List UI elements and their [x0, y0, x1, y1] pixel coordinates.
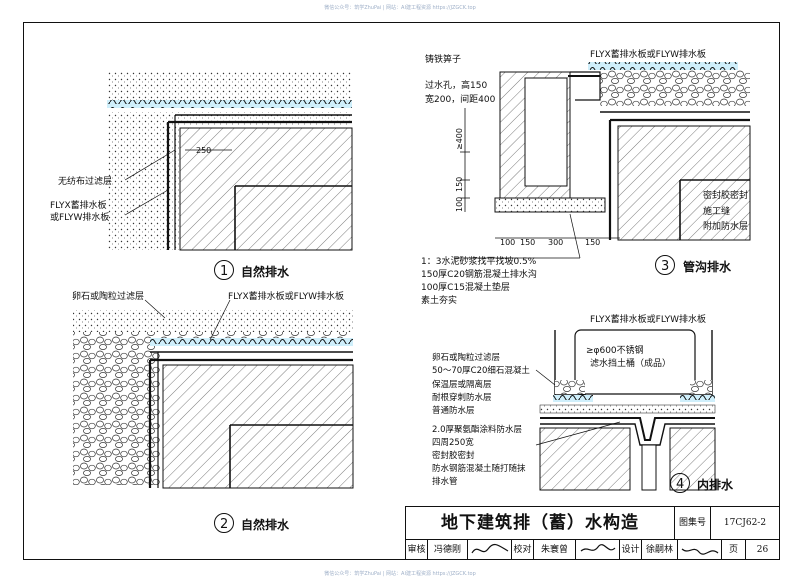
- d4-title: 内排水: [697, 477, 734, 492]
- reviewer-name: 冯德刚: [428, 540, 468, 560]
- d4-layer-9: 排水管: [432, 476, 458, 487]
- d1-filter-label: 无纺布过滤层: [58, 175, 112, 187]
- d3-board-label: FLYX蓄排水板或FLYW排水板: [590, 48, 706, 60]
- d4-number: 4: [676, 477, 684, 492]
- review-label: 审核: [406, 540, 428, 560]
- designer-signature: [678, 540, 722, 560]
- d4-layer-8: 防水钢筋混凝土随打随抹: [432, 463, 526, 474]
- d3-dim-h-1: 150: [520, 238, 535, 247]
- d3-grate-label: 铸铁箅子: [425, 53, 461, 65]
- detail-1-drawing: 250: [107, 72, 353, 251]
- d3-title: 管沟排水: [683, 259, 732, 274]
- d4-layer-4: 普通防水层: [432, 405, 475, 416]
- d3-dim-h-0: 100: [500, 238, 515, 247]
- page-number: 26: [756, 545, 769, 555]
- d4-board-label: FLYX蓄排水板或FLYW排水板: [590, 313, 706, 325]
- d3-right-label-2: 附加防水层: [703, 220, 748, 232]
- detail-4-drawing: [535, 329, 716, 491]
- d3-hole-label-2: 宽200，间距400: [425, 93, 496, 105]
- d4-bucket-label-1: ≥φ600不锈钢: [586, 344, 644, 356]
- signature-row: 审核 冯德刚 校对 朱寰曾 设计 徐嗣林 页 26: [406, 540, 779, 560]
- d3-dim-v-2: 100: [455, 197, 464, 212]
- watermark-top: 微信公众号：筑学ZhuPai | 网站：AI建工程资源 https://JZGC…: [324, 5, 476, 11]
- watermark-bottom: 微信公众号：筑学ZhuPai | 网站：AI建工程资源 https://JZGC…: [324, 571, 476, 577]
- design-label: 设计: [620, 540, 642, 560]
- d4-bucket-label-2: 滤水挡土桶（成品）: [590, 357, 671, 369]
- d3-hole-label-1: 过水孔，高150: [425, 79, 487, 91]
- detail-2-drawing: [73, 299, 354, 489]
- d3-layer-0: 1：3水泥砂浆找平找坡0.5%: [421, 255, 537, 267]
- checker-signature: [576, 540, 620, 560]
- d1-dim-250: 250: [196, 146, 211, 155]
- d4-layer-0: 卵石或陶粒过滤层: [432, 352, 500, 363]
- d4-layer-5: 2.0厚聚氨酯涂料防水层: [432, 424, 522, 435]
- d4-layer-7: 密封胶密封: [432, 450, 475, 461]
- designer-name: 徐嗣林: [642, 540, 678, 560]
- d1-number-circle: [214, 260, 234, 280]
- d3-layer-3: 素土夯实: [421, 294, 457, 306]
- d3-layer-2: 100厚C15混凝土垫层: [421, 281, 510, 293]
- d3-dim-h-2: 300: [548, 238, 563, 247]
- d2-board-label: FLYX蓄排水板或FLYW排水板: [228, 290, 344, 302]
- atlas-label: 图集号: [675, 507, 711, 540]
- drawing-frame: [23, 22, 780, 560]
- atlas-number: 17CJ62-2: [711, 507, 779, 540]
- d1-title: 自然排水: [241, 264, 290, 279]
- d3-layer-1: 150厚C20钢筋混凝土排水沟: [421, 268, 537, 280]
- check-label: 校对: [512, 540, 534, 560]
- d1-number: 1: [220, 264, 228, 279]
- d2-number-circle: [214, 513, 234, 533]
- d4-layer-6: 四周250宽: [432, 437, 474, 448]
- d3-dim-v-1: 150: [455, 177, 464, 192]
- d2-title: 自然排水: [241, 517, 290, 532]
- d3-right-label-1: 施工缝: [703, 205, 730, 217]
- d1-board-label-2: 或FLYW排水板: [50, 211, 109, 223]
- d3-dim-h-3: 150: [585, 238, 600, 247]
- d1-board-label-1: FLYX蓄排水板: [50, 199, 107, 211]
- d2-number: 2: [220, 517, 228, 532]
- d3-dim-v-0: ≥400: [455, 128, 464, 150]
- d4-layer-2: 保温层或隔离层: [432, 379, 492, 390]
- d4-layer-1: 50～70厚C20细石混凝土: [432, 365, 530, 376]
- d3-number-circle: [655, 255, 675, 275]
- drawing-title: 地下建筑排（蓄）水构造: [406, 507, 675, 540]
- d4-number-circle: [670, 473, 690, 493]
- title-block: 地下建筑排（蓄）水构造 图集号 17CJ62-2 审核 冯德刚 校对 朱寰曾 设…: [405, 506, 780, 560]
- d4-layer-3: 耐根穿刺防水层: [432, 392, 492, 403]
- detail-3-drawing: [455, 62, 751, 259]
- d2-gravel-label: 卵石或陶粒过滤层: [72, 290, 144, 302]
- reviewer-signature: [468, 540, 512, 560]
- page-label: 页: [722, 540, 746, 560]
- d3-right-label-0: 密封胶密封: [703, 189, 748, 201]
- d3-number: 3: [661, 259, 669, 274]
- checker-name: 朱寰曾: [534, 540, 576, 560]
